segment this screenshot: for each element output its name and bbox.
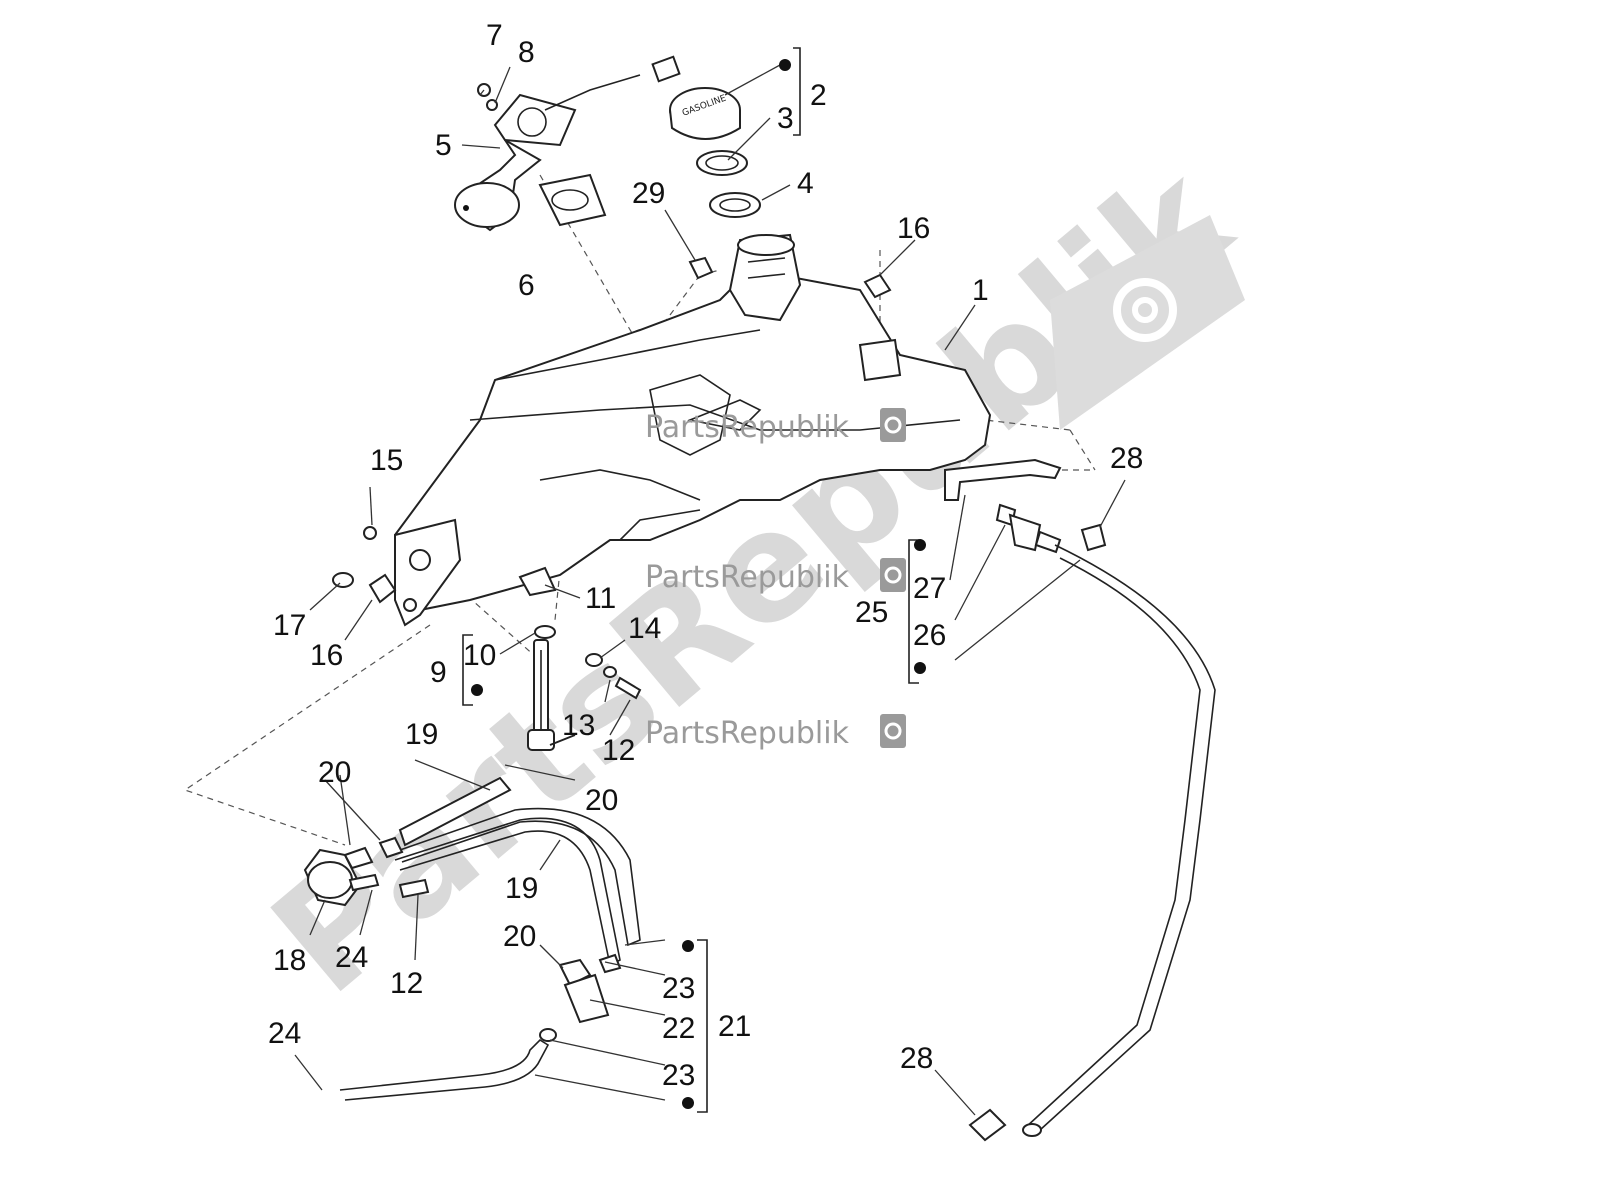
watermark-gear-flag <box>1050 215 1245 430</box>
callout-16-top: 16 <box>897 212 930 245</box>
callout-19-lower: 19 <box>505 872 538 905</box>
callout-28-bottom: 28 <box>900 1042 933 1075</box>
vacuum-valve[interactable] <box>303 836 430 907</box>
callout-1: 1 <box>972 274 989 307</box>
watermark-text-2: PartsRepublik <box>645 560 850 595</box>
callout-22: 22 <box>662 1012 695 1045</box>
callout-11: 11 <box>585 582 616 615</box>
callout-23-lower: 23 <box>662 1059 695 1092</box>
callout-29: 29 <box>632 177 665 210</box>
callout-24-bottom: 24 <box>268 1017 301 1050</box>
watermark-text-3: PartsRepublik <box>645 716 850 751</box>
callout-8: 8 <box>518 36 535 69</box>
callout-20-right: 20 <box>585 784 618 817</box>
callout-12-lower: 12 <box>390 967 423 1000</box>
fuel-tank[interactable] <box>393 233 1062 627</box>
callout-23-upper: 23 <box>662 972 695 1005</box>
callout-24-mid: 24 <box>335 941 368 974</box>
callout-5: 5 <box>435 129 452 162</box>
callout-26: 26 <box>913 619 946 652</box>
callout-13: 13 <box>562 709 595 742</box>
callout-10: 10 <box>463 639 496 672</box>
callout-18: 18 <box>273 944 306 977</box>
callout-21: 21 <box>718 1010 751 1043</box>
callout-25: 25 <box>855 596 888 629</box>
callout-12-upper: 12 <box>602 734 635 767</box>
group-brackets <box>462 47 919 1113</box>
callout-3: 3 <box>777 102 794 135</box>
callout-numbers: 7 8 5 6 2 3 4 29 16 1 28 15 17 16 11 10 … <box>268 19 1143 1092</box>
callout-7: 7 <box>486 19 503 52</box>
callout-17: 17 <box>273 609 306 642</box>
callout-14: 14 <box>628 612 661 645</box>
small-hardware[interactable] <box>332 256 1107 1142</box>
watermark-text-1: PartsRepublik <box>645 410 850 445</box>
fuel-level-sender[interactable] <box>454 55 681 232</box>
breather-hose[interactable] <box>1022 544 1216 1137</box>
callout-4: 4 <box>797 167 814 200</box>
callout-6: 6 <box>518 269 535 302</box>
callout-20-upper-left: 20 <box>318 756 351 789</box>
gear-icon <box>880 408 906 748</box>
bullet-dots <box>471 59 926 1109</box>
fuel-cap-assembly[interactable]: GASOLINE <box>669 87 761 218</box>
callout-28-top: 28 <box>1110 442 1143 475</box>
fuel-tap[interactable] <box>527 639 576 751</box>
callout-2: 2 <box>810 79 827 112</box>
callout-16-left: 16 <box>310 639 343 672</box>
callout-15: 15 <box>370 444 403 477</box>
callout-9: 9 <box>430 656 447 689</box>
fuel-hoses[interactable] <box>339 776 641 1101</box>
callout-27: 27 <box>913 572 946 605</box>
leader-lines <box>294 64 1126 1116</box>
callout-20-lower: 20 <box>503 920 536 953</box>
watermark-small: PartsRepublik PartsRepublik PartsRepubli… <box>645 408 906 751</box>
callout-19-upper: 19 <box>405 718 438 751</box>
